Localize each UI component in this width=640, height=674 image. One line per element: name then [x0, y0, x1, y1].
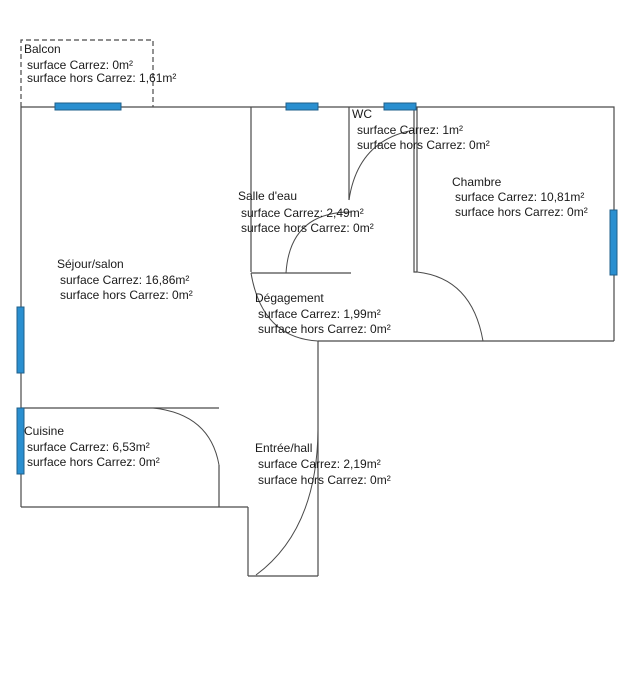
doors: [152, 129, 484, 576]
chambre-window: [609, 209, 618, 276]
surface-hors-carrez: surface hors Carrez: 0m²: [27, 455, 160, 469]
room-name: Chambre: [452, 175, 502, 189]
room-name: Entrée/hall: [255, 441, 312, 455]
balcony-window: [54, 102, 122, 111]
surface-hors-carrez: surface hors Carrez: 0m²: [60, 288, 193, 302]
salle-deau-window: [285, 102, 319, 111]
surface-carrez: surface Carrez: 1m²: [357, 123, 463, 137]
balcony-outline: [20, 39, 154, 107]
surface-carrez: surface Carrez: 2,49m²: [241, 206, 364, 220]
degagement-door-arc: [250, 272, 319, 342]
surface-hors-carrez: surface hors Carrez: 0m²: [258, 473, 391, 487]
entree-door-arc: [255, 429, 319, 576]
room-name: Balcon: [24, 42, 61, 56]
room-label-entree: Entrée/hall surface Carrez: 2,19m² surfa…: [255, 441, 391, 487]
surface-hors-carrez: surface hors Carrez: 0m²: [455, 205, 588, 219]
windows: [16, 102, 618, 475]
surface-carrez: surface Carrez: 2,19m²: [258, 457, 381, 471]
surface-carrez: surface Carrez: 10,81m²: [455, 190, 584, 204]
room-name: Dégagement: [255, 291, 324, 305]
room-name: Salle d'eau: [238, 189, 297, 203]
sejour-window: [16, 306, 25, 374]
surface-carrez: surface Carrez: 6,53m²: [27, 440, 150, 454]
room-label-degagement: Dégagement surface Carrez: 1,99m² surfac…: [255, 291, 391, 336]
room-label-balcon: Balcon surface Carrez: 0m² surface hors …: [24, 42, 176, 85]
surface-hors-carrez: surface hors Carrez: 1,61m²: [27, 71, 176, 85]
wc-window: [383, 102, 417, 111]
surface-carrez: surface Carrez: 16,86m²: [60, 273, 189, 287]
room-label-sejour: Séjour/salon surface Carrez: 16,86m² sur…: [57, 257, 193, 302]
walls: [20, 39, 615, 577]
cuisine-window: [16, 407, 25, 475]
surface-carrez: surface Carrez: 0m²: [27, 58, 133, 72]
room-name: Séjour/salon: [57, 257, 124, 271]
surface-hors-carrez: surface hors Carrez: 0m²: [258, 322, 391, 336]
surface-carrez: surface Carrez: 1,99m²: [258, 307, 381, 321]
surface-hors-carrez: surface hors Carrez: 0m²: [357, 138, 490, 152]
salle-deau-door-arc: [285, 211, 352, 274]
surface-hors-carrez: surface hors Carrez: 0m²: [241, 221, 374, 235]
chambre-door-arc: [416, 271, 484, 342]
wc-door-arc: [348, 129, 415, 201]
room-name: WC: [352, 107, 372, 121]
room-label-cuisine: Cuisine surface Carrez: 6,53m² surface h…: [24, 424, 160, 469]
room-label-salle-deau: Salle d'eau surface Carrez: 2,49m² surfa…: [238, 189, 374, 235]
cuisine-door-arc: [152, 407, 220, 466]
room-label-chambre: Chambre surface Carrez: 10,81m² surface …: [452, 175, 588, 219]
room-label-wc: WC surface Carrez: 1m² surface hors Carr…: [352, 107, 490, 152]
room-name: Cuisine: [24, 424, 64, 438]
